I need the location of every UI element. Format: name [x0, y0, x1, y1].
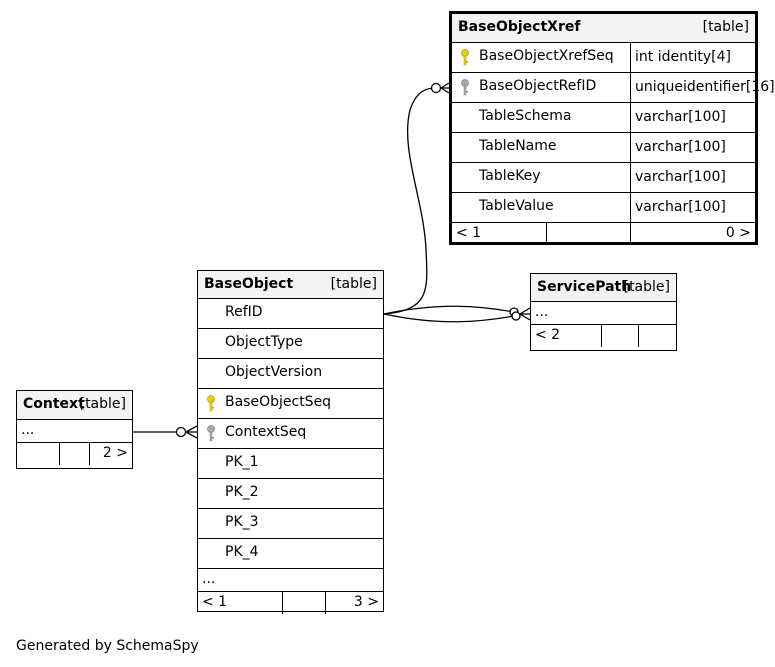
table-footer: < 1 0 >: [452, 223, 755, 245]
table-name: BaseObject: [204, 276, 294, 292]
footer-cell: 2 >: [89, 443, 132, 465]
more-columns: ...: [17, 420, 132, 443]
table-name: BaseObjectXref: [458, 19, 581, 35]
column-name: RefID: [225, 304, 263, 320]
footer-cell: 3 >: [325, 592, 383, 614]
crowfoot-servicepath: [519, 307, 531, 321]
column-name: PK_1: [225, 454, 259, 470]
column-row[interactable]: TableSchema varchar[100]: [452, 103, 755, 133]
column-row[interactable]: ObjectVersion: [198, 359, 383, 389]
table-context[interactable]: Context [table] ... 2 >: [16, 390, 133, 469]
table-kind: [table]: [702, 19, 749, 35]
table-header: BaseObjectXref [table]: [452, 14, 755, 43]
parents-link[interactable]: < 1: [456, 225, 482, 241]
table-footer: 2 >: [17, 443, 132, 465]
crowfoot-circle-servicepath-2: [511, 311, 521, 321]
table-kind: [table]: [623, 279, 670, 295]
column-name: BaseObjectSeq: [225, 394, 332, 410]
column-row[interactable]: PK_1: [198, 449, 383, 479]
column-type: varchar[100]: [630, 163, 726, 192]
primary-key-icon: [460, 49, 470, 67]
column-row[interactable]: ContextSeq: [198, 419, 383, 449]
crowfoot-circle-xref: [430, 82, 442, 94]
column-type: uniqueidentifier[16]: [630, 73, 775, 102]
more-columns: ...: [531, 302, 676, 325]
relationship-baseobject-baseobjectxref: [383, 87, 437, 315]
ellipsis-text: ...: [535, 304, 549, 320]
foreign-key-icon: [206, 425, 216, 443]
column-row[interactable]: RefID: [198, 299, 383, 329]
more-columns: ...: [198, 569, 383, 592]
table-servicepath[interactable]: ServicePath [table] ... < 2: [530, 273, 677, 351]
column-type: int identity[4]: [630, 43, 731, 72]
ellipsis-text: ...: [21, 422, 35, 438]
table-name: Context: [23, 396, 85, 412]
relationship-baseobject-servicepath-2: [383, 313, 515, 323]
table-footer: < 1 3 >: [198, 592, 383, 614]
footer-cell: [59, 443, 89, 465]
column-name: TableValue: [479, 198, 554, 214]
children-link[interactable]: 0 >: [725, 225, 751, 241]
crowfoot-circle-context: [175, 426, 187, 438]
primary-key-icon: [206, 395, 216, 413]
column-row[interactable]: TableName varchar[100]: [452, 133, 755, 163]
column-row[interactable]: BaseObjectRefID uniqueidentifier[16]: [452, 73, 775, 103]
footer-cell: [546, 223, 630, 245]
table-kind: [table]: [79, 396, 126, 412]
column-name: BaseObjectRefID: [479, 78, 597, 94]
relationship-baseobject-servicepath-1: [383, 305, 515, 315]
crowfoot-context: [185, 425, 198, 439]
children-link[interactable]: 2 >: [102, 445, 128, 461]
column-name: PK_3: [225, 514, 259, 530]
column-type: varchar[100]: [630, 133, 726, 162]
table-baseobject[interactable]: BaseObject [table] RefID ObjectType Obje…: [197, 270, 384, 614]
foreign-key-icon: [460, 79, 470, 97]
column-row[interactable]: PK_4: [198, 539, 383, 569]
table-name: ServicePath: [537, 279, 632, 295]
generated-by-label: Generated by SchemaSpy: [16, 638, 199, 654]
column-row[interactable]: BaseObjectSeq: [198, 389, 383, 419]
column-row[interactable]: TableValue varchar[100]: [452, 193, 755, 223]
column-name: PK_4: [225, 544, 259, 560]
table-header: BaseObject [table]: [198, 271, 383, 299]
footer-cell: [638, 325, 676, 347]
footer-cell: [601, 325, 638, 347]
column-name: PK_2: [225, 484, 259, 500]
column-row[interactable]: BaseObjectXrefSeq int identity[4]: [452, 43, 755, 73]
footer-cell: 0 >: [630, 223, 755, 245]
table-baseobjectxref[interactable]: BaseObjectXref [table] BaseObjectXrefSeq…: [449, 11, 775, 245]
column-name: ObjectType: [225, 334, 303, 350]
column-name: TableKey: [479, 168, 541, 184]
column-row[interactable]: ObjectType: [198, 329, 383, 359]
column-name: ObjectVersion: [225, 364, 323, 380]
column-row[interactable]: PK_3: [198, 509, 383, 539]
children-link[interactable]: 3 >: [353, 594, 379, 610]
table-header: ServicePath [table]: [531, 274, 676, 302]
table-footer: < 2: [531, 325, 676, 347]
parents-link[interactable]: < 2: [535, 327, 561, 343]
column-type: varchar[100]: [630, 193, 726, 222]
table-header: Context [table]: [17, 391, 132, 420]
crowfoot-xref: [440, 82, 450, 94]
column-row[interactable]: PK_2: [198, 479, 383, 509]
parents-link[interactable]: < 1: [202, 594, 228, 610]
column-name: ContextSeq: [225, 424, 307, 440]
column-name: TableName: [479, 138, 557, 154]
table-kind: [table]: [330, 276, 377, 292]
column-name: BaseObjectXrefSeq: [479, 48, 614, 64]
ellipsis-text: ...: [202, 571, 216, 587]
column-type: varchar[100]: [630, 103, 726, 132]
footer-cell: [282, 592, 325, 614]
column-row[interactable]: TableKey varchar[100]: [452, 163, 755, 193]
column-name: TableSchema: [479, 108, 572, 124]
